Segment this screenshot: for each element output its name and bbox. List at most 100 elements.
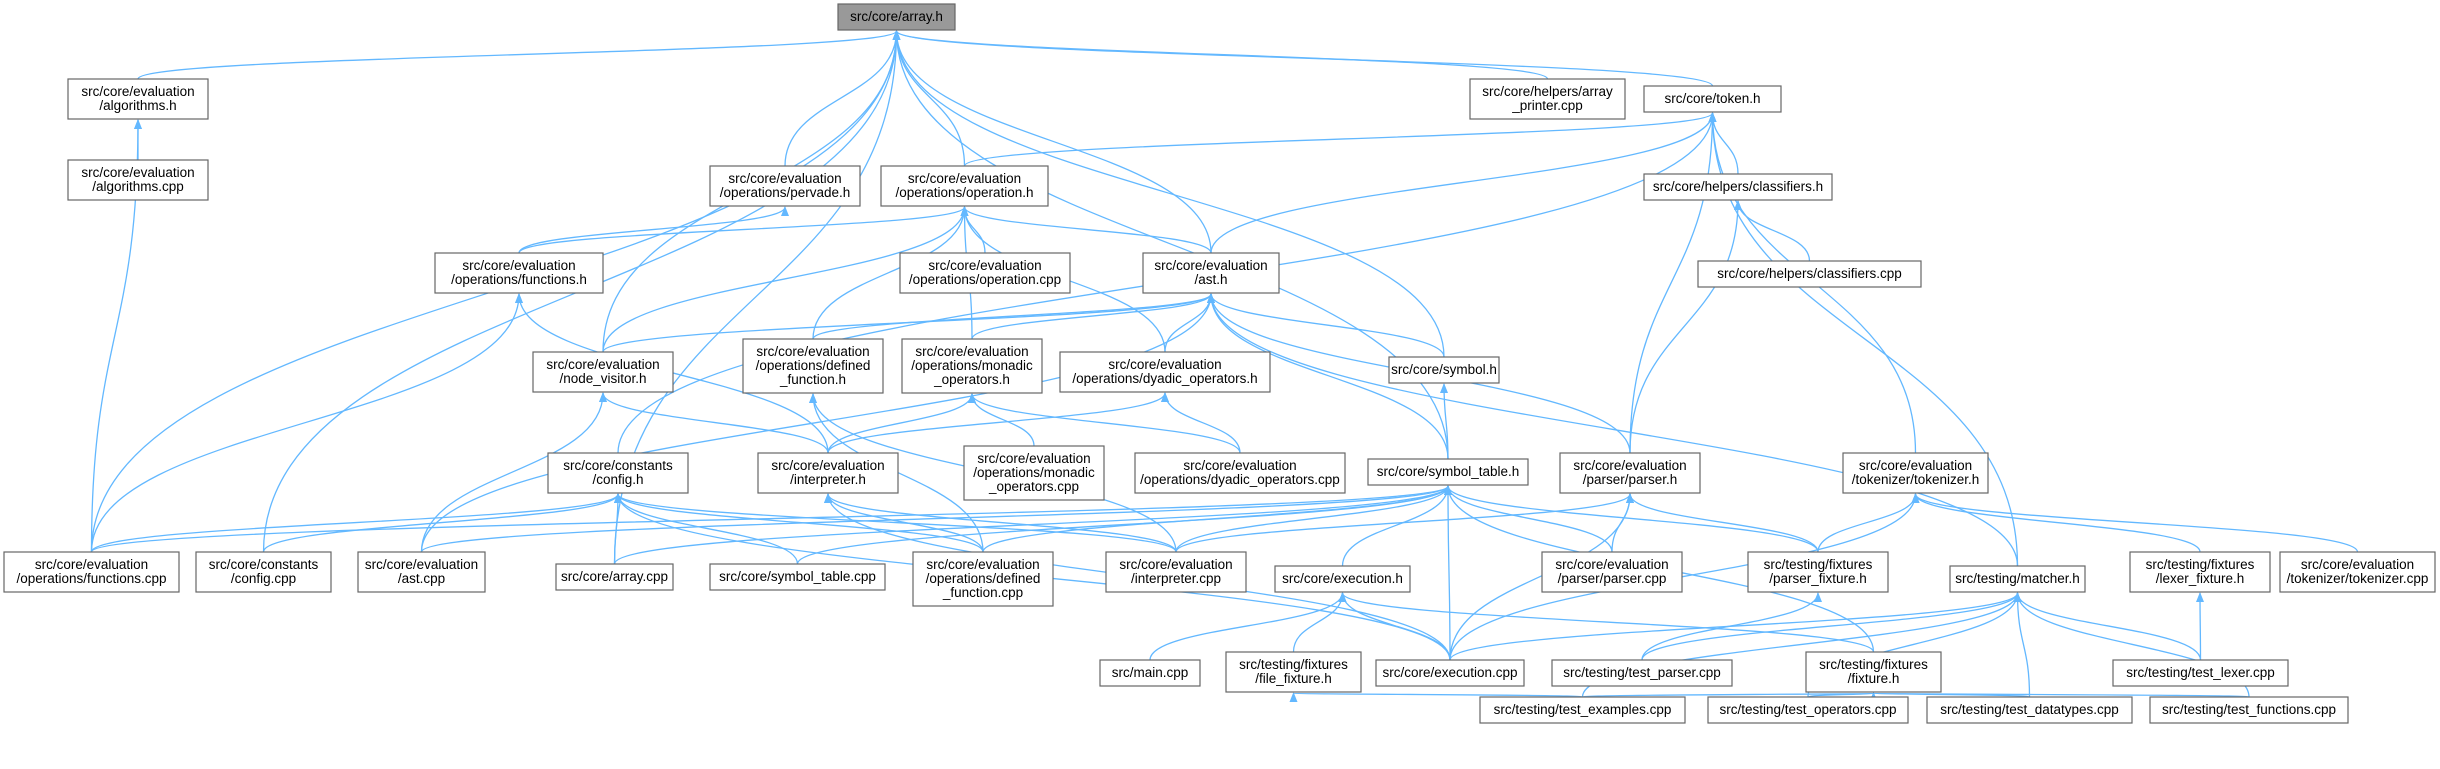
file-node-defined-function-cpp[interactable]: src/core/evaluation/operations/defined_f… bbox=[912, 551, 1054, 607]
node-label-line: src/core/evaluation bbox=[977, 451, 1090, 466]
node-label-line: src/core/evaluation bbox=[926, 557, 1039, 572]
node-label-line: src/core/evaluation bbox=[365, 557, 478, 572]
node-label-line: src/core/evaluation bbox=[2301, 557, 2414, 572]
file-node-ast-cpp[interactable]: src/core/evaluation/ast.cpp bbox=[357, 551, 486, 593]
edge-test_datatypes_cpp-to-matcher_h bbox=[2013, 592, 2031, 698]
node-box bbox=[901, 338, 1043, 394]
node-box bbox=[1388, 356, 1500, 384]
file-node-main-cpp[interactable]: src/main.cpp bbox=[1099, 659, 1201, 687]
node-box bbox=[1643, 85, 1782, 113]
node-box bbox=[195, 551, 332, 593]
file-node-test-lexer-cpp[interactable]: src/testing/test_lexer.cpp bbox=[2112, 659, 2289, 687]
file-node-test-examples-cpp[interactable]: src/testing/test_examples.cpp bbox=[1479, 696, 1686, 724]
node-label-line: src/testing/test_parser.cpp bbox=[1563, 665, 1721, 680]
file-node-algorithms-cpp[interactable]: src/core/evaluation/algorithms.cpp bbox=[67, 159, 209, 201]
file-node-tokenizer-cpp[interactable]: src/core/evaluation/tokenizer/tokenizer.… bbox=[2279, 551, 2436, 593]
edge-parser_h-to-classifiers_h bbox=[1629, 200, 1742, 454]
file-node-ast-h[interactable]: src/core/evaluation/ast.h bbox=[1142, 252, 1280, 294]
file-node-symbol-table-h[interactable]: src/core/symbol_table.h bbox=[1367, 458, 1529, 486]
file-node-file-fixture-h[interactable]: src/testing/fixtures/file_fixture.h bbox=[1225, 651, 1362, 693]
file-node-tokenizer-h[interactable]: src/core/evaluation/tokenizer/tokenizer.… bbox=[1842, 452, 1989, 494]
edge-functions_cpp-to-functions_h bbox=[90, 293, 523, 553]
file-node-monadic-h[interactable]: src/core/evaluation/operations/monadic_o… bbox=[901, 338, 1043, 394]
edge-ast_h-to-token_h bbox=[1210, 112, 1717, 254]
edge-symbol_table_cpp-to-config_h bbox=[614, 493, 799, 565]
node-label-line: src/core/symbol.h bbox=[1391, 362, 1497, 377]
file-node-parser-cpp[interactable]: src/core/evaluation/parser/parser.cpp bbox=[1541, 551, 1683, 593]
file-node-test-datatypes-cpp[interactable]: src/testing/test_datatypes.cpp bbox=[1926, 696, 2133, 724]
node-label-line: src/core/evaluation bbox=[771, 458, 884, 473]
node-box bbox=[1274, 565, 1411, 593]
edge-defined_function_cpp-to-symbol_table_h bbox=[982, 485, 1452, 553]
node-label-line: /operations/defined bbox=[926, 571, 1041, 586]
file-node-functions-h[interactable]: src/core/evaluation/operations/functions… bbox=[434, 252, 604, 294]
file-node-operation-cpp[interactable]: src/core/evaluation/operations/operation… bbox=[899, 252, 1071, 294]
node-label-line: /parser/parser.cpp bbox=[1558, 571, 1667, 586]
edge-execution_h-to-symbol_table_h bbox=[1341, 485, 1452, 567]
file-node-execution-cpp[interactable]: src/core/execution.cpp bbox=[1375, 659, 1525, 687]
node-label-line: src/core/evaluation bbox=[1154, 258, 1267, 273]
node-box bbox=[899, 252, 1071, 294]
file-node-parser-h[interactable]: src/core/evaluation/parser/parser.h bbox=[1559, 452, 1701, 494]
file-node-classifiers-cpp[interactable]: src/core/helpers/classifiers.cpp bbox=[1697, 260, 1922, 288]
file-node-test-functions-cpp[interactable]: src/testing/test_functions.cpp bbox=[2149, 696, 2349, 724]
edge-monadic_h-to-ast_h bbox=[971, 293, 1215, 340]
node-label-line: src/core/helpers/classifiers.cpp bbox=[1717, 266, 1902, 281]
node-label-line: src/core/evaluation bbox=[1859, 458, 1972, 473]
edge-lexer_fixture_h-to-tokenizer_h bbox=[1911, 493, 2201, 553]
node-label-line: /operations/defined bbox=[756, 358, 871, 373]
edge-ast_h-to-array_h bbox=[892, 30, 1212, 254]
node-box bbox=[757, 452, 899, 494]
file-node-interpreter-cpp[interactable]: src/core/evaluation/interpreter.cpp bbox=[1105, 551, 1247, 593]
node-box bbox=[2129, 551, 2271, 593]
edge-execution_cpp-to-parser_h bbox=[1449, 493, 1634, 661]
node-box bbox=[1541, 551, 1683, 593]
file-node-test-parser-cpp[interactable]: src/testing/test_parser.cpp bbox=[1551, 659, 1733, 687]
file-node-algorithms-h[interactable]: src/core/evaluation/algorithms.h bbox=[67, 78, 209, 120]
node-label-line: src/core/array.cpp bbox=[561, 569, 668, 584]
edge-interpreter_h-to-node_visitor_h bbox=[599, 392, 829, 454]
node-label-line: src/core/evaluation bbox=[35, 557, 148, 572]
file-node-dyadic-cpp[interactable]: src/core/evaluation/operations/dyadic_op… bbox=[1134, 452, 1346, 494]
node-label-line: /fixture.h bbox=[1848, 671, 1900, 686]
file-node-matcher-h[interactable]: src/testing/matcher.h bbox=[1949, 565, 2086, 593]
file-node-array-h[interactable]: src/core/array.h bbox=[837, 3, 956, 31]
node-label-line: _function.cpp bbox=[942, 585, 1023, 600]
file-node-classifiers-h[interactable]: src/core/helpers/classifiers.h bbox=[1643, 173, 1833, 201]
node-label-line: /operations/pervade.h bbox=[720, 185, 851, 200]
node-label-line: /operations/operation.cpp bbox=[909, 272, 1061, 287]
file-node-symbol-h[interactable]: src/core/symbol.h bbox=[1388, 356, 1500, 384]
file-node-fixture-h[interactable]: src/testing/fixtures/fixture.h bbox=[1805, 651, 1942, 693]
node-label-line: /file_fixture.h bbox=[1255, 671, 1332, 686]
node-box bbox=[963, 445, 1105, 501]
file-node-array-cpp[interactable]: src/core/array.cpp bbox=[555, 563, 674, 591]
edge-interpreter_cpp-to-parser_h bbox=[1175, 493, 1634, 553]
file-node-config-h[interactable]: src/core/constants/config.h bbox=[547, 452, 689, 494]
file-node-functions-cpp[interactable]: src/core/evaluation/operations/functions… bbox=[3, 551, 180, 593]
file-node-config-cpp[interactable]: src/core/constants/config.cpp bbox=[195, 551, 332, 593]
node-box bbox=[1697, 260, 1922, 288]
file-node-pervade-h[interactable]: src/core/evaluation/operations/pervade.h bbox=[709, 165, 861, 207]
file-node-parser-fixture-h[interactable]: src/testing/fixtures/parser_fixture.h bbox=[1747, 551, 1889, 593]
node-box bbox=[1225, 651, 1362, 693]
edge-functions_h-to-operation_h bbox=[518, 206, 969, 254]
file-node-token-h[interactable]: src/core/token.h bbox=[1643, 85, 1782, 113]
node-label-line: src/core/evaluation bbox=[908, 171, 1021, 186]
file-node-node-visitor-h[interactable]: src/core/evaluation/node_visitor.h bbox=[532, 351, 674, 393]
node-label-line: src/testing/fixtures bbox=[1239, 657, 1348, 672]
file-node-execution-h[interactable]: src/core/execution.h bbox=[1274, 565, 1411, 593]
file-node-lexer-fixture-h[interactable]: src/testing/fixtures/lexer_fixture.h bbox=[2129, 551, 2271, 593]
edge-file_fixture_h-to-execution_h bbox=[1292, 592, 1347, 653]
file-node-defined-function-h[interactable]: src/core/evaluation/operations/defined_f… bbox=[742, 338, 884, 394]
edge-execution_cpp-to-execution_h bbox=[1338, 592, 1451, 661]
file-node-symbol-table-cpp[interactable]: src/core/symbol_table.cpp bbox=[709, 563, 886, 591]
edge-symbol_table_h-to-ast_h bbox=[1207, 293, 1449, 460]
edge-token_h-to-array_h bbox=[892, 30, 1714, 87]
node-label-line: src/core/symbol_table.cpp bbox=[719, 569, 876, 584]
file-node-interpreter-h[interactable]: src/core/evaluation/interpreter.h bbox=[757, 452, 899, 494]
file-node-monadic-cpp[interactable]: src/core/evaluation/operations/monadic_o… bbox=[963, 445, 1105, 501]
file-node-test-operators-cpp[interactable]: src/testing/test_operators.cpp bbox=[1707, 696, 1909, 724]
file-node-operation-h[interactable]: src/core/evaluation/operations/operation… bbox=[880, 165, 1049, 207]
file-node-dyadic-h[interactable]: src/core/evaluation/operations/dyadic_op… bbox=[1059, 351, 1271, 393]
file-node-array-printer-cpp[interactable]: src/core/helpers/array_printer.cpp bbox=[1469, 78, 1626, 120]
